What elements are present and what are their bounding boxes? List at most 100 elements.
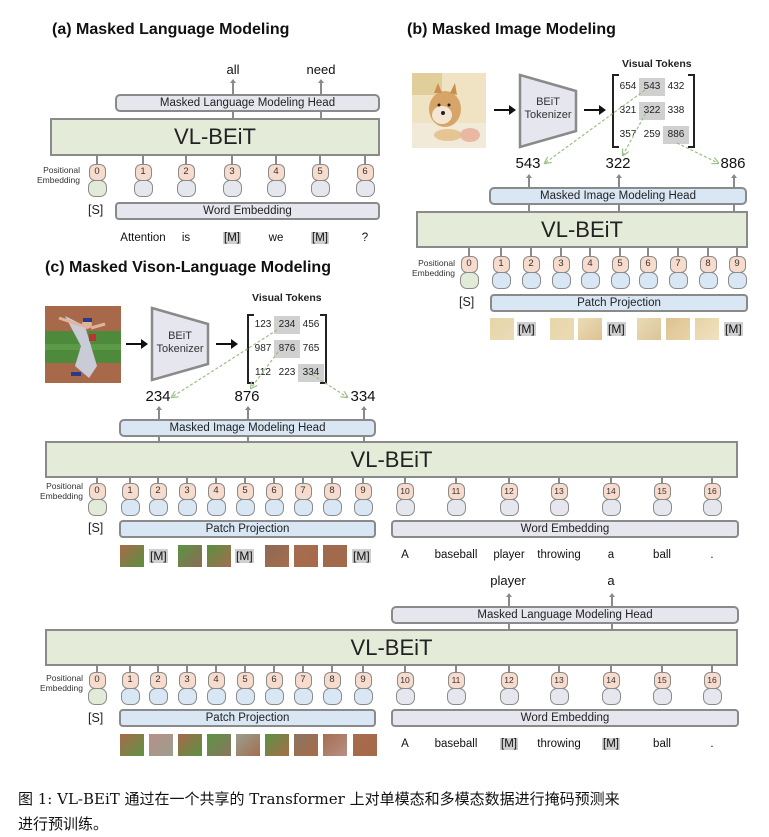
position-embedding: 15 [653, 672, 671, 689]
cls-token: [S] [88, 521, 104, 535]
input-token: player [493, 549, 525, 561]
word-embedding-slot [266, 180, 286, 197]
prediction-token: 322 [605, 155, 631, 172]
connector-line [677, 248, 679, 256]
connector-line [142, 156, 144, 164]
visual-token: 654 [619, 81, 637, 92]
patch-embedding-slot [551, 272, 571, 289]
patch-embedding-slot [235, 499, 255, 516]
position-embedding: 7 [669, 256, 687, 273]
connector-line [96, 156, 98, 164]
position-embedding: 4 [581, 256, 599, 273]
image-patch [207, 545, 231, 567]
connector-line [661, 666, 663, 672]
patch-embedding-slot [322, 499, 342, 516]
visual-token: 223 [278, 367, 296, 378]
masked-patch: [M] [149, 549, 168, 563]
patch-embedding-slot [521, 272, 541, 289]
connector-line [500, 248, 502, 256]
input-token: a [607, 549, 615, 561]
word-embedding-slot [601, 499, 621, 516]
position-embedding: 5 [236, 483, 254, 500]
position-embedding: 2 [149, 672, 167, 689]
cls-embedding [87, 180, 107, 197]
prediction-token: 876 [234, 388, 260, 405]
connector-line [96, 666, 98, 672]
position-embedding: 0 [88, 672, 106, 689]
position-embedding: 13 [550, 483, 568, 500]
connector-line [129, 666, 131, 672]
position-embedding: 11 [447, 672, 465, 689]
input-token: baseball [434, 549, 478, 561]
input-token: . [710, 738, 714, 750]
position-embedding: 15 [653, 483, 671, 500]
connector-line [129, 478, 131, 483]
vl-beit-encoder: VL-BEiT [45, 441, 738, 478]
arrow-up-icon [506, 593, 511, 606]
patch-embedding-slot [293, 688, 313, 705]
input-token: baseball [434, 738, 478, 750]
word-embedding-slot [355, 180, 375, 197]
word-embedding-bar: Word Embedding [391, 520, 739, 538]
masked-patch: [M] [352, 549, 371, 563]
connector-line [455, 478, 457, 483]
arrow-up-icon [609, 593, 614, 606]
arrow-up-icon [156, 406, 161, 419]
connector-line [707, 248, 709, 256]
positional-embedding-label: Positional Embedding [39, 673, 83, 693]
position-embedding: 10 [396, 483, 414, 500]
visual-token-masked: 322 [639, 102, 665, 120]
panel-b-title: (b) Masked Image Modeling [407, 21, 616, 38]
connector-line [508, 478, 510, 483]
patch-embedding-slot [235, 688, 255, 705]
patch-embedding-slot [148, 499, 168, 516]
patch-embedding-slot [668, 272, 688, 289]
image-patch [120, 545, 144, 567]
connector-line [186, 666, 188, 672]
position-embedding: 3 [552, 256, 570, 273]
word-embedding-slot [395, 688, 415, 705]
connector-line [302, 666, 304, 672]
patch-embedding-slot [353, 499, 373, 516]
patch-projection-bar: Patch Projection [119, 709, 376, 727]
word-embedding-slot [601, 688, 621, 705]
word-embedding-slot [499, 499, 519, 516]
position-embedding: 12 [500, 672, 518, 689]
masked-token: [M] [311, 232, 329, 244]
position-embedding: 5 [611, 256, 629, 273]
input-token: throwing [537, 549, 581, 561]
prediction-token: 886 [720, 155, 746, 172]
connector-line [96, 478, 98, 483]
arrow-up-icon [318, 79, 323, 94]
cls-token: [S] [88, 203, 104, 217]
vl-beit-encoder: VL-BEiT [45, 629, 738, 666]
patch-embedding-slot [698, 272, 718, 289]
image-patch [178, 734, 202, 756]
masked-patch: [M] [235, 549, 254, 563]
position-embedding: 14 [602, 483, 620, 500]
position-embedding: 9 [728, 256, 746, 273]
connector-line [736, 248, 738, 256]
connector-line [404, 478, 406, 483]
word-embedding-bar: Word Embedding [115, 202, 380, 220]
position-embedding: 0 [460, 256, 478, 273]
visual-token: 765 [302, 343, 320, 354]
word-embedding-slot [395, 499, 415, 516]
connector-line [711, 478, 713, 483]
connector-line [455, 666, 457, 672]
image-patch [323, 734, 347, 756]
panel-a-title: (a) Masked Language Modeling [52, 21, 290, 38]
masked-image-modeling-head: Masked Image Modeling Head [119, 419, 376, 437]
connector-line [364, 156, 366, 164]
visual-token: 321 [619, 105, 637, 116]
connector-line [647, 248, 649, 256]
patch-embedding-slot [322, 688, 342, 705]
dashed-arrow [676, 142, 718, 163]
position-embedding: 8 [323, 672, 341, 689]
cls-embedding [87, 499, 107, 516]
connector-line [215, 478, 217, 483]
arrow-up-icon [616, 174, 621, 187]
cls-token: [S] [88, 711, 104, 725]
patch-embedding-slot [353, 688, 373, 705]
patch-embedding-slot [580, 272, 600, 289]
